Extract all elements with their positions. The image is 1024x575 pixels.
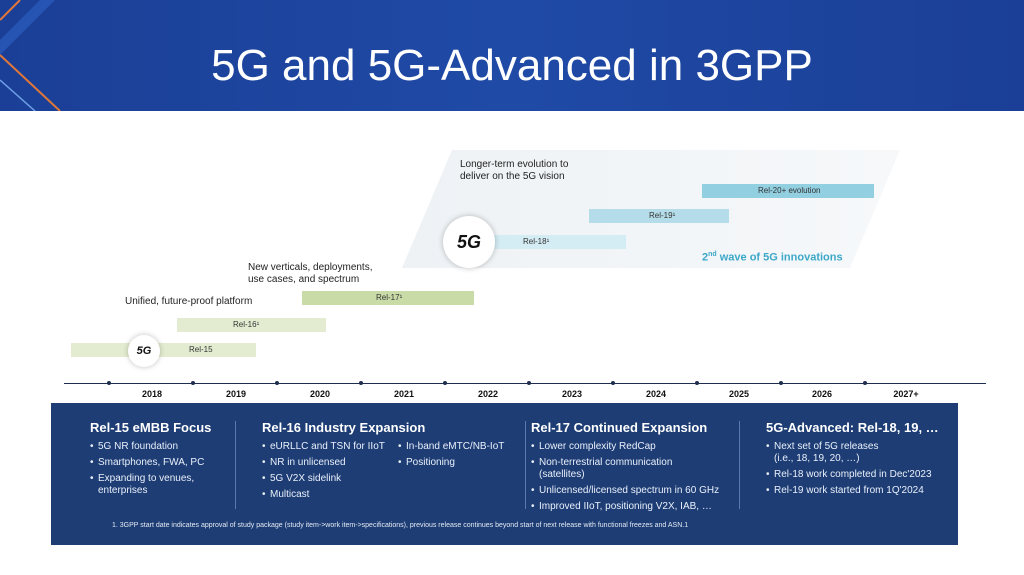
longer-term-note: Longer-term evolution to deliver on the … (460, 159, 569, 182)
rel17-column: Rel-17 Continued Expansion Lower complex… (531, 403, 731, 517)
list-item: eURLLC and TSN for IIoT (262, 441, 402, 453)
list-item: In-band eMTC/NB-IoT (398, 441, 523, 453)
list-item: Lower complexity RedCap (531, 441, 731, 453)
year-label: 2018 (141, 389, 163, 399)
axis-tick (443, 381, 447, 385)
year-label: 2024 (645, 389, 667, 399)
year-label: 2021 (393, 389, 415, 399)
rel18-bar: Rel-18¹ (478, 235, 626, 249)
year-label: 2019 (225, 389, 247, 399)
advanced-heading: 5G-Advanced: Rel-18, 19, … (766, 420, 939, 435)
unified-note: Unified, future-proof platform (125, 296, 253, 307)
rel16-label: Rel-16¹ (233, 320, 260, 329)
year-label: 2026 (811, 389, 833, 399)
rel17-label: Rel-17¹ (376, 293, 403, 302)
column-divider (235, 421, 236, 509)
axis-tick (191, 381, 195, 385)
list-item: Rel-19 work started from 1Q'2024 (766, 485, 951, 497)
year-label: 2020 (309, 389, 331, 399)
list-item: Next set of 5G releases (i.e., 18, 19, 2… (766, 441, 896, 465)
list-item: Non-terrestrial communication (satellite… (531, 457, 691, 481)
5g-logo-large: 5G (443, 216, 495, 268)
second-wave-suffix: nd (708, 251, 717, 258)
year-label: 2022 (477, 389, 499, 399)
header-banner: 5G and 5G-Advanced in 3GPP (0, 0, 1024, 111)
list-item: Improved IIoT, positioning V2X, IAB, … (531, 501, 731, 513)
second-wave-text: wave of 5G innovations (716, 251, 843, 264)
5g-logo-small: 5G (128, 335, 160, 367)
axis-tick (611, 381, 615, 385)
rel15-heading: Rel-15 eMBB Focus (90, 420, 212, 435)
rel16-column: Rel-16 Industry Expansion eURLLC and TSN… (262, 403, 522, 501)
rel17-list: Lower complexity RedCap Non-terrestrial … (531, 441, 731, 513)
rel19-label: Rel-19¹ (649, 211, 676, 220)
rel16-list-secondary: In-band eMTC/NB-IoT Positioning (398, 441, 523, 473)
list-item: NR in unlicensed (262, 457, 402, 469)
list-item: Smartphones, FWA, PC (90, 457, 240, 469)
rel15-bar: Rel-15 (71, 343, 256, 357)
release-summary-panel: Rel-15 eMBB Focus 5G NR foundation Smart… (51, 403, 958, 545)
second-wave-label: 2nd wave of 5G innovations (702, 251, 843, 264)
list-item: Expanding to venues, enterprises (90, 473, 240, 497)
5g-logo-small-text: 5G (136, 345, 152, 357)
advanced-list: Next set of 5G releases (i.e., 18, 19, 2… (766, 441, 951, 497)
list-item: Rel-18 work completed in Dec'2023 (766, 469, 951, 481)
5g-logo-large-text: 5G (456, 232, 481, 252)
axis-tick (779, 381, 783, 385)
year-label: 2025 (728, 389, 750, 399)
axis-tick (863, 381, 867, 385)
rel18-label: Rel-18¹ (523, 237, 550, 246)
rel17-bar: Rel-17¹ (302, 291, 474, 305)
rel16-list: eURLLC and TSN for IIoT NR in unlicensed… (262, 441, 402, 505)
list-item: 5G V2X sidelink (262, 473, 402, 485)
axis-tick (527, 381, 531, 385)
rel20-bar: Rel-20+ evolution (702, 184, 874, 198)
rel19-bar: Rel-19¹ (589, 209, 729, 223)
list-item: Positioning (398, 457, 523, 469)
rel16-bar: Rel-16¹ (177, 318, 326, 332)
rel15-column: Rel-15 eMBB Focus 5G NR foundation Smart… (90, 403, 240, 501)
rel20-label: Rel-20+ evolution (758, 186, 821, 195)
axis-tick (695, 381, 699, 385)
rel15-list: 5G NR foundation Smartphones, FWA, PC Ex… (90, 441, 240, 497)
header-decoration (0, 0, 61, 111)
rel18-column: 5G-Advanced: Rel-18, 19, … Next set of 5… (766, 403, 951, 501)
rel17-heading: Rel-17 Continued Expansion (531, 420, 708, 435)
year-label: 2027+ (893, 389, 919, 399)
axis-tick (275, 381, 279, 385)
column-divider (525, 421, 526, 509)
column-divider (739, 421, 740, 509)
rel16-heading: Rel-16 Industry Expansion (262, 420, 426, 435)
footnote: 1. 3GPP start date indicates approval of… (112, 522, 689, 529)
list-item: 5G NR foundation (90, 441, 240, 453)
second-wave-number: 2 (702, 251, 709, 264)
list-item: Unlicensed/licensed spectrum in 60 GHz (531, 485, 731, 497)
timeline-axis (64, 383, 986, 384)
axis-tick (359, 381, 363, 385)
list-item: Multicast (262, 489, 402, 501)
rel15-label: Rel-15 (189, 345, 213, 354)
verticals-note: New verticals, deployments, use cases, a… (248, 262, 373, 285)
axis-tick (107, 381, 111, 385)
page-title: 5G and 5G-Advanced in 3GPP (211, 41, 813, 90)
year-label: 2023 (561, 389, 583, 399)
